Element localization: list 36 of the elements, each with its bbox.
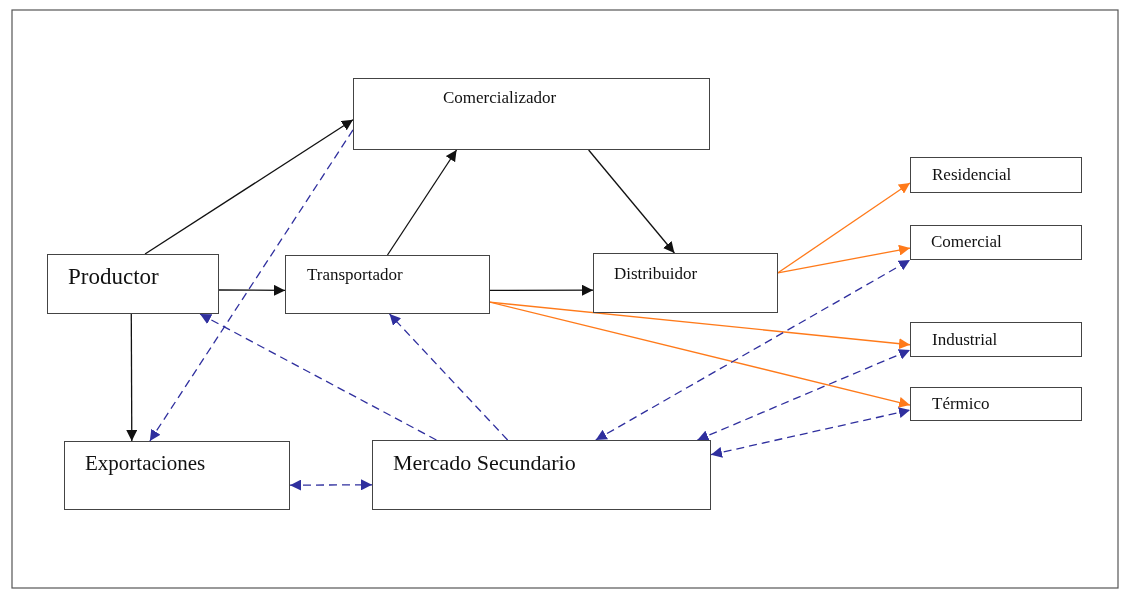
entity-label: Comercializador bbox=[443, 88, 557, 108]
entity-label: Productor bbox=[68, 264, 159, 290]
entity-box bbox=[64, 441, 290, 510]
arrow bbox=[144, 119, 354, 255]
entity-box bbox=[353, 78, 710, 150]
entity-box bbox=[372, 440, 711, 510]
entity-box bbox=[910, 157, 1082, 193]
entity-box bbox=[910, 225, 1082, 260]
arrow bbox=[489, 284, 594, 296]
entity-label: Mercado Secundario bbox=[393, 450, 576, 476]
entity-label: Exportaciones bbox=[85, 451, 206, 476]
arrow bbox=[149, 129, 354, 442]
arrow bbox=[777, 182, 911, 274]
entity-box bbox=[910, 322, 1082, 357]
entity-label: Distribuidor bbox=[614, 264, 698, 284]
arrow bbox=[218, 284, 286, 296]
arrow bbox=[386, 149, 458, 256]
arrow bbox=[777, 244, 911, 274]
entity-box bbox=[593, 253, 778, 313]
arrow bbox=[696, 349, 911, 441]
entity-box bbox=[285, 255, 490, 314]
entity-label: Térmico bbox=[932, 394, 990, 414]
entity-label: Transportador bbox=[307, 265, 403, 285]
entity-label: Comercial bbox=[931, 232, 1002, 252]
arrow bbox=[126, 313, 138, 442]
arrow bbox=[388, 313, 509, 441]
entity-box bbox=[47, 254, 219, 314]
arrow bbox=[710, 407, 911, 458]
entity-label: Residencial bbox=[932, 165, 1012, 185]
arrow bbox=[289, 479, 373, 491]
arrow bbox=[587, 149, 676, 254]
arrow bbox=[595, 259, 911, 441]
arrow bbox=[489, 301, 911, 408]
entity-label: Industrial bbox=[932, 330, 998, 350]
entity-box bbox=[910, 387, 1082, 421]
arrow bbox=[199, 313, 438, 441]
